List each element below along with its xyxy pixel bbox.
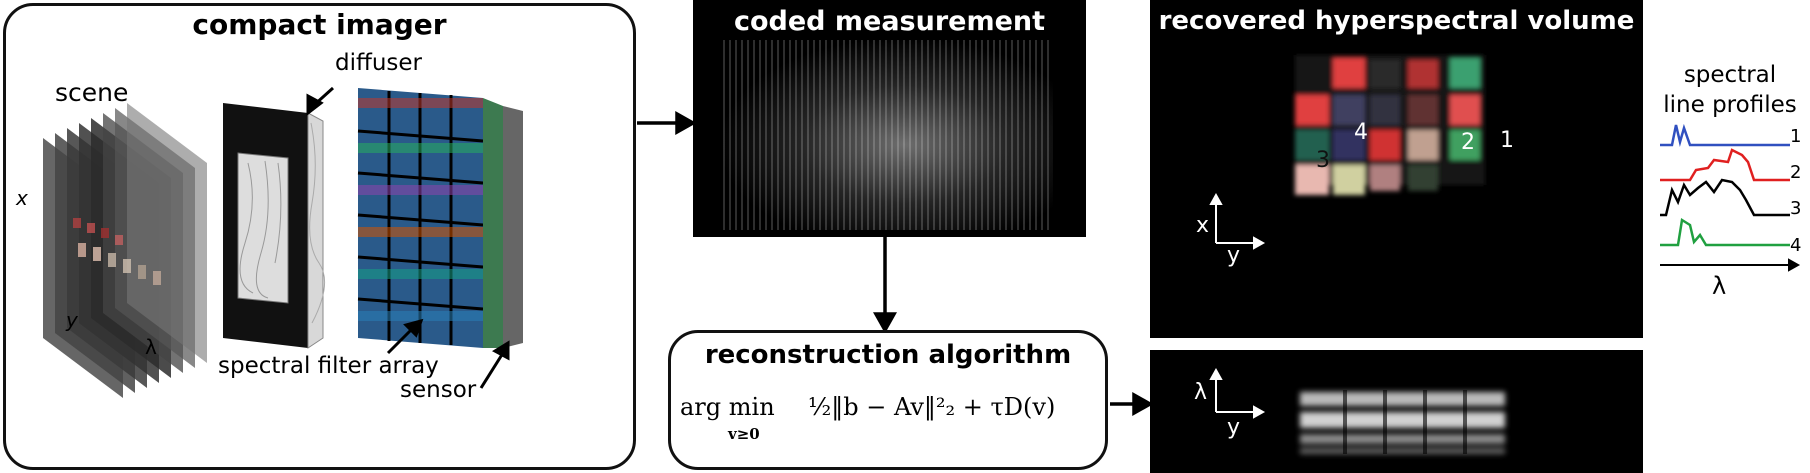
profile-label-4: 4 <box>1790 235 1802 256</box>
slice-axis-y: y <box>1227 415 1241 440</box>
reconstruction-formula: arg min v≥0 ½‖b − Av‖²₂ + τD(v) <box>680 385 1100 445</box>
coded-measurement-title: coded measurement <box>733 6 1046 37</box>
recovered-volume-title: recovered hyperspectral volume <box>1158 6 1635 36</box>
recovered-volume-image <box>1209 55 1485 250</box>
profile-label-1: 1 <box>1790 126 1802 147</box>
recovered-axis-x: x <box>1196 213 1210 238</box>
profiles-axis-lambda: λ <box>1712 272 1727 300</box>
imager-arrows <box>306 86 510 389</box>
profile-line-2 <box>1660 148 1790 182</box>
filter-array-label: spectral filter array <box>218 353 439 379</box>
profiles-title-line2: line profiles <box>1663 92 1797 118</box>
profile-label-3: 3 <box>1790 198 1802 219</box>
scene-axis-lambda: λ <box>145 335 157 359</box>
imager-illustration <box>43 86 523 398</box>
lambda-slice-panel <box>1150 350 1643 473</box>
filter-array <box>357 88 523 348</box>
profile-label-2: 2 <box>1790 162 1802 183</box>
reconstruction-panel <box>668 330 1108 470</box>
profile-line-1 <box>1660 123 1790 147</box>
recovered-axis-y: y <box>1227 243 1241 268</box>
point-label-1: 1 <box>1500 128 1514 153</box>
compact-imager-title: compact imager <box>192 8 447 41</box>
diffuser-label: diffuser <box>335 50 423 76</box>
coded-measurement-image <box>723 40 1053 230</box>
profile-line-4 <box>1660 217 1790 247</box>
scene-label: scene <box>55 78 129 107</box>
lambda-slice-image <box>1209 367 1505 454</box>
formula-objective: ½‖b − Av‖²₂ + τD(v) <box>808 393 1056 421</box>
point-label-4: 4 <box>1354 120 1368 145</box>
point-label-2: 2 <box>1461 130 1475 155</box>
profiles-title-line1: spectral <box>1683 62 1777 88</box>
coded-measurement-panel <box>693 0 1086 237</box>
scene-stack <box>43 103 207 398</box>
scene-axis-y: y <box>66 308 78 332</box>
formula-constraint: v≥0 <box>728 425 760 443</box>
profile-line-3 <box>1660 178 1790 217</box>
formula-argmin: arg min <box>680 393 775 421</box>
sensor-label: sensor <box>400 377 477 403</box>
point-label-3: 3 <box>1316 148 1330 173</box>
slice-axis-lambda: λ <box>1194 380 1208 405</box>
spectral-profiles-plot <box>1660 123 1801 272</box>
recovered-volume-panel <box>1150 0 1643 338</box>
scene-axis-x: x <box>16 186 28 210</box>
diffuser-plate <box>223 103 326 349</box>
reconstruction-title: reconstruction algorithm <box>704 340 1072 370</box>
